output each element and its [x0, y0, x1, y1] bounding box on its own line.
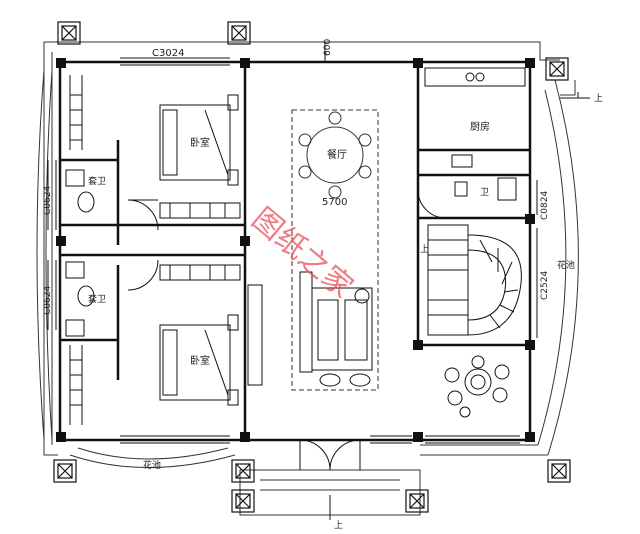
bath-fixtures — [65, 169, 95, 337]
window-label-right-upper: C0824 — [540, 191, 550, 220]
dining-width-label: 5700 — [322, 197, 347, 208]
window-label-top: C3024 — [152, 48, 184, 59]
window-label-right-lower: C2524 — [540, 271, 550, 300]
window-label-left-upper: C0624 — [43, 186, 53, 215]
staircase — [427, 224, 522, 336]
up-label-right: 上 — [594, 93, 603, 104]
garden-decor — [444, 355, 510, 418]
up-arrows — [329, 92, 590, 520]
bath-upper-label: 套卫 — [88, 175, 106, 187]
bedroom-top-label: 卧室 — [190, 136, 210, 149]
wardrobe-left — [69, 75, 83, 425]
corner-posts — [53, 21, 571, 513]
living-sofa — [247, 271, 373, 387]
up-label-stair: 上 — [420, 244, 429, 255]
kitchen-fixtures — [424, 67, 526, 201]
windows — [47, 57, 538, 444]
columns — [56, 58, 535, 442]
bed-bottom — [159, 314, 239, 406]
dining-zone — [291, 109, 379, 391]
terrace-outline — [36, 41, 579, 516]
wardrobe-middle — [159, 202, 241, 281]
bedroom-bottom-label: 卧室 — [190, 354, 210, 367]
up-label-bottom: 上 — [334, 520, 343, 531]
planter-bottom-label: 花池 — [143, 459, 161, 471]
kitchen-label: 厨房 — [470, 120, 490, 133]
bath-lower-label: 套卫 — [88, 293, 106, 305]
dining-label: 餐厅 — [327, 148, 347, 161]
doors — [127, 189, 447, 471]
dimension-label-top: 600 — [323, 39, 333, 56]
toilet-right-label: 卫 — [480, 188, 489, 198]
planter-right-label: 花池 — [557, 259, 575, 271]
bed-top — [159, 94, 239, 186]
window-label-left-lower: C0624 — [43, 286, 53, 315]
